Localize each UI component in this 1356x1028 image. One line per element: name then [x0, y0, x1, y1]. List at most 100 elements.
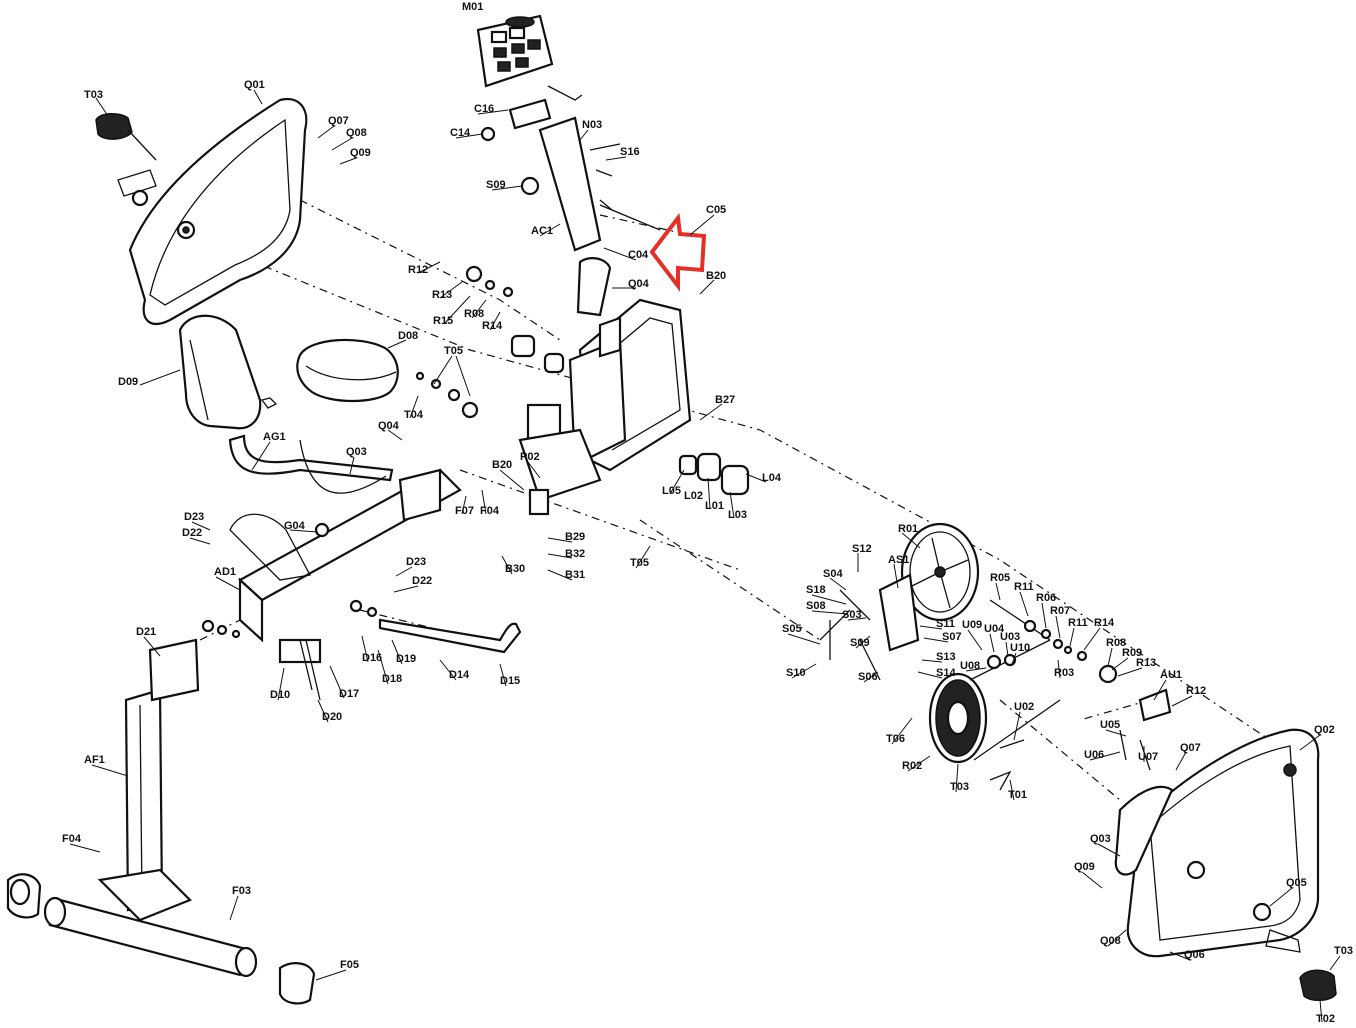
part-label-d16: D16	[362, 652, 382, 664]
post-sleeve-q04	[576, 257, 612, 317]
part-label-u08: U08	[960, 660, 980, 672]
part-label-q07b: Q07	[1180, 742, 1201, 754]
part-label-q05: Q05	[1286, 877, 1307, 889]
highlight-arrow	[649, 212, 707, 292]
part-label-l03: L03	[728, 509, 747, 521]
part-label-b27: B27	[715, 394, 735, 406]
base-frame-af1	[97, 638, 200, 922]
part-label-t05a: T05	[444, 345, 463, 357]
part-label-d17: D17	[339, 688, 359, 700]
part-label-q09b: Q09	[1074, 861, 1095, 873]
part-label-r13a: R13	[432, 289, 452, 301]
part-label-s14: S14	[936, 667, 956, 679]
part-label-r06: R06	[1036, 592, 1056, 604]
part-label-f03: F03	[232, 885, 251, 897]
bearings-l01-l05	[678, 452, 750, 496]
washers-slider	[201, 522, 378, 639]
flywheel-r01	[900, 522, 980, 622]
part-label-u04: U04	[984, 623, 1005, 635]
console-m01	[476, 14, 554, 88]
brake-assembly	[819, 573, 920, 681]
part-label-r11b: R11	[1068, 617, 1088, 629]
part-label-q03b: Q03	[1090, 833, 1111, 845]
part-label-t04: T04	[404, 409, 424, 421]
pedal-t03-right	[1252, 902, 1337, 1001]
part-label-t01: T01	[1008, 789, 1027, 801]
part-label-r02: R02	[902, 760, 922, 772]
part-label-s16: S16	[620, 146, 640, 158]
part-label-q02: Q02	[1314, 724, 1335, 736]
part-label-r08b: R08	[1106, 637, 1126, 649]
seat-slider-tube	[229, 468, 462, 701]
part-label-m01: M01	[462, 1, 483, 13]
part-label-s09: S09	[486, 179, 506, 191]
part-label-as1: AS1	[888, 554, 909, 566]
part-label-u02: U02	[1014, 701, 1034, 713]
part-label-d10: D10	[270, 689, 290, 701]
handlebar-post	[480, 85, 661, 252]
part-label-r09: R09	[1122, 647, 1142, 659]
part-label-r03: R03	[1054, 667, 1074, 679]
idler-assembly	[986, 599, 1172, 771]
part-label-d21: D21	[136, 626, 156, 638]
part-label-u09: U09	[962, 619, 982, 631]
part-label-d09: D09	[118, 376, 138, 388]
part-label-d20: D20	[322, 711, 342, 723]
part-label-p02: P02	[520, 451, 540, 463]
part-label-t03b: T03	[950, 781, 969, 793]
seat-back-cushion-d09	[178, 314, 262, 430]
part-label-d23a: D23	[184, 511, 204, 523]
part-label-r08a: R08	[464, 308, 484, 320]
part-label-r07: R07	[1050, 605, 1070, 617]
leader-lines	[69, 89, 1341, 1023]
part-label-t03c: T03	[1334, 945, 1353, 957]
part-label-s07: S07	[942, 631, 962, 643]
part-label-d08: D08	[398, 330, 418, 342]
part-label-r14b: R14	[1094, 617, 1115, 629]
part-label-l04: L04	[762, 472, 782, 484]
part-label-r12a: R12	[408, 264, 428, 276]
part-label-d23b: D23	[406, 556, 426, 568]
seat-cushion-d08	[296, 338, 399, 403]
part-label-ag1: AG1	[263, 431, 286, 443]
part-label-b32: B32	[565, 548, 585, 560]
part-label-s11: S11	[936, 618, 955, 630]
part-label-au1: AU1	[1160, 669, 1182, 681]
part-label-t02: T02	[1316, 1013, 1335, 1025]
part-label-s06: S06	[858, 671, 878, 683]
part-label-q09a: Q09	[350, 147, 371, 159]
part-label-n03: N03	[582, 119, 602, 131]
part-label-q08b: Q08	[1100, 935, 1121, 947]
part-label-t03a: T03	[84, 89, 103, 101]
part-label-f04a: F04	[480, 505, 500, 517]
part-label-d22b: D22	[412, 575, 432, 587]
part-label-r11a: R11	[1014, 581, 1034, 593]
part-label-r13b: R13	[1136, 657, 1156, 669]
part-label-d15: D15	[500, 675, 520, 687]
part-label-u03: U03	[1000, 631, 1020, 643]
part-label-u07: U07	[1138, 751, 1158, 763]
main-frame-b27	[518, 298, 692, 516]
part-label-g04: G04	[284, 520, 306, 532]
part-label-q04b: Q04	[378, 420, 400, 432]
part-label-q07a: Q07	[328, 115, 349, 127]
part-label-q01: Q01	[244, 79, 265, 91]
part-label-s09b: S09	[850, 637, 870, 649]
part-label-c14: C14	[450, 127, 471, 139]
pedal-t03-left	[95, 113, 157, 207]
part-label-r14a: R14	[482, 320, 503, 332]
part-label-q08a: Q08	[346, 127, 367, 139]
part-label-d14: D14	[449, 669, 470, 681]
part-label-s13: S13	[936, 651, 956, 663]
part-label-f07: F07	[455, 505, 474, 517]
part-label-c04: C04	[628, 249, 649, 261]
part-labels: M01C16N03C14S16S09C05AC1C04B20Q04T03Q01Q…	[62, 1, 1353, 1025]
part-label-f04b: F04	[62, 833, 82, 845]
part-label-ac1: AC1	[531, 225, 553, 237]
part-label-s12: S12	[852, 543, 872, 555]
part-label-af1: AF1	[84, 754, 105, 766]
part-label-s04: S04	[823, 568, 843, 580]
part-label-s10: S10	[786, 667, 806, 679]
part-label-q04: Q04	[628, 278, 650, 290]
part-label-u05: U05	[1100, 719, 1120, 731]
